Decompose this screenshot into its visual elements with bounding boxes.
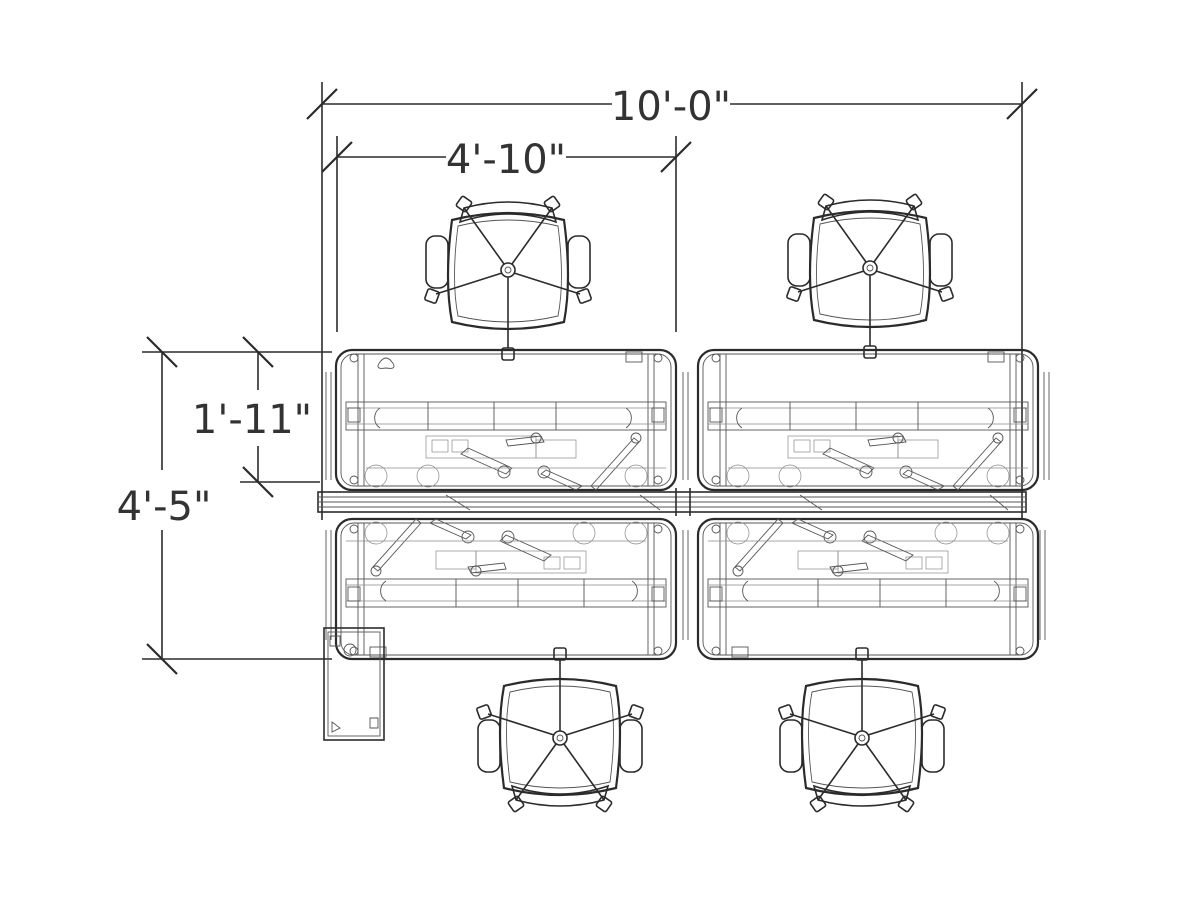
grommet-icon <box>377 357 395 369</box>
desk-bottom-right <box>696 517 1040 661</box>
dimension-tick <box>321 141 353 173</box>
dimension-label-overall-depth: 4'-5" <box>117 484 212 530</box>
dimension-overall-depth: 4'-5" <box>117 336 332 675</box>
dimension-tick <box>660 141 692 173</box>
dimension-desk-depth: 1'-11" <box>192 336 320 498</box>
dimension-tick <box>146 643 178 675</box>
office-chair-bottom-left <box>475 646 645 814</box>
dimension-overall-width: 10'-0" <box>306 82 1038 520</box>
desk-top-right <box>696 348 1040 492</box>
dimension-desk-width: 4'-10" <box>321 136 692 332</box>
dimension-tick <box>242 336 274 368</box>
office-chair-bottom-right <box>777 646 947 814</box>
dimension-label-desk-depth: 1'-11" <box>192 397 312 443</box>
dimension-tick <box>146 336 178 368</box>
dimension-tick <box>242 466 274 498</box>
dimension-tick <box>1006 88 1038 120</box>
dimension-label-desk-width: 4'-10" <box>446 137 566 183</box>
dimension-label-overall-width: 10'-0" <box>611 84 731 130</box>
office-chair-top-left <box>423 194 593 362</box>
privacy-screen-spine <box>317 488 1027 516</box>
dimension-tick <box>306 88 338 120</box>
end-panels <box>325 372 1050 640</box>
mobile-pedestal <box>323 627 385 741</box>
desk-top-left <box>334 348 678 492</box>
office-chair-top-right <box>785 192 955 360</box>
desk-bottom-left <box>334 517 678 661</box>
